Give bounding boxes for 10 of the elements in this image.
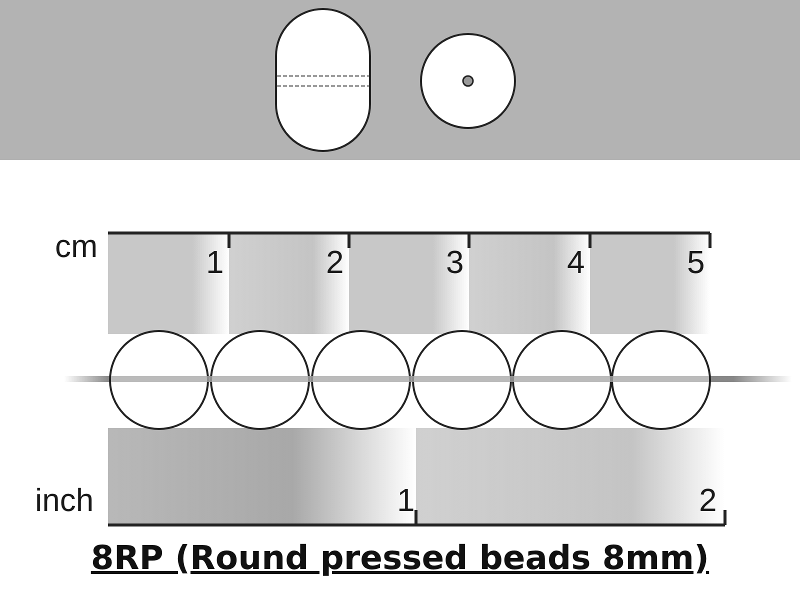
caption: 8RP (Round pressed beads 8mm) [90,538,710,577]
scale-number: 5 [687,246,705,278]
scale-number: 2 [326,246,344,278]
unit-label: inch [35,484,94,516]
scale-number: 1 [206,246,224,278]
scale-number: 3 [446,246,464,278]
scale-number: 2 [699,484,717,516]
unit-label: cm [55,230,98,262]
scale-number: 4 [567,246,585,278]
scale-number: 1 [397,484,415,516]
